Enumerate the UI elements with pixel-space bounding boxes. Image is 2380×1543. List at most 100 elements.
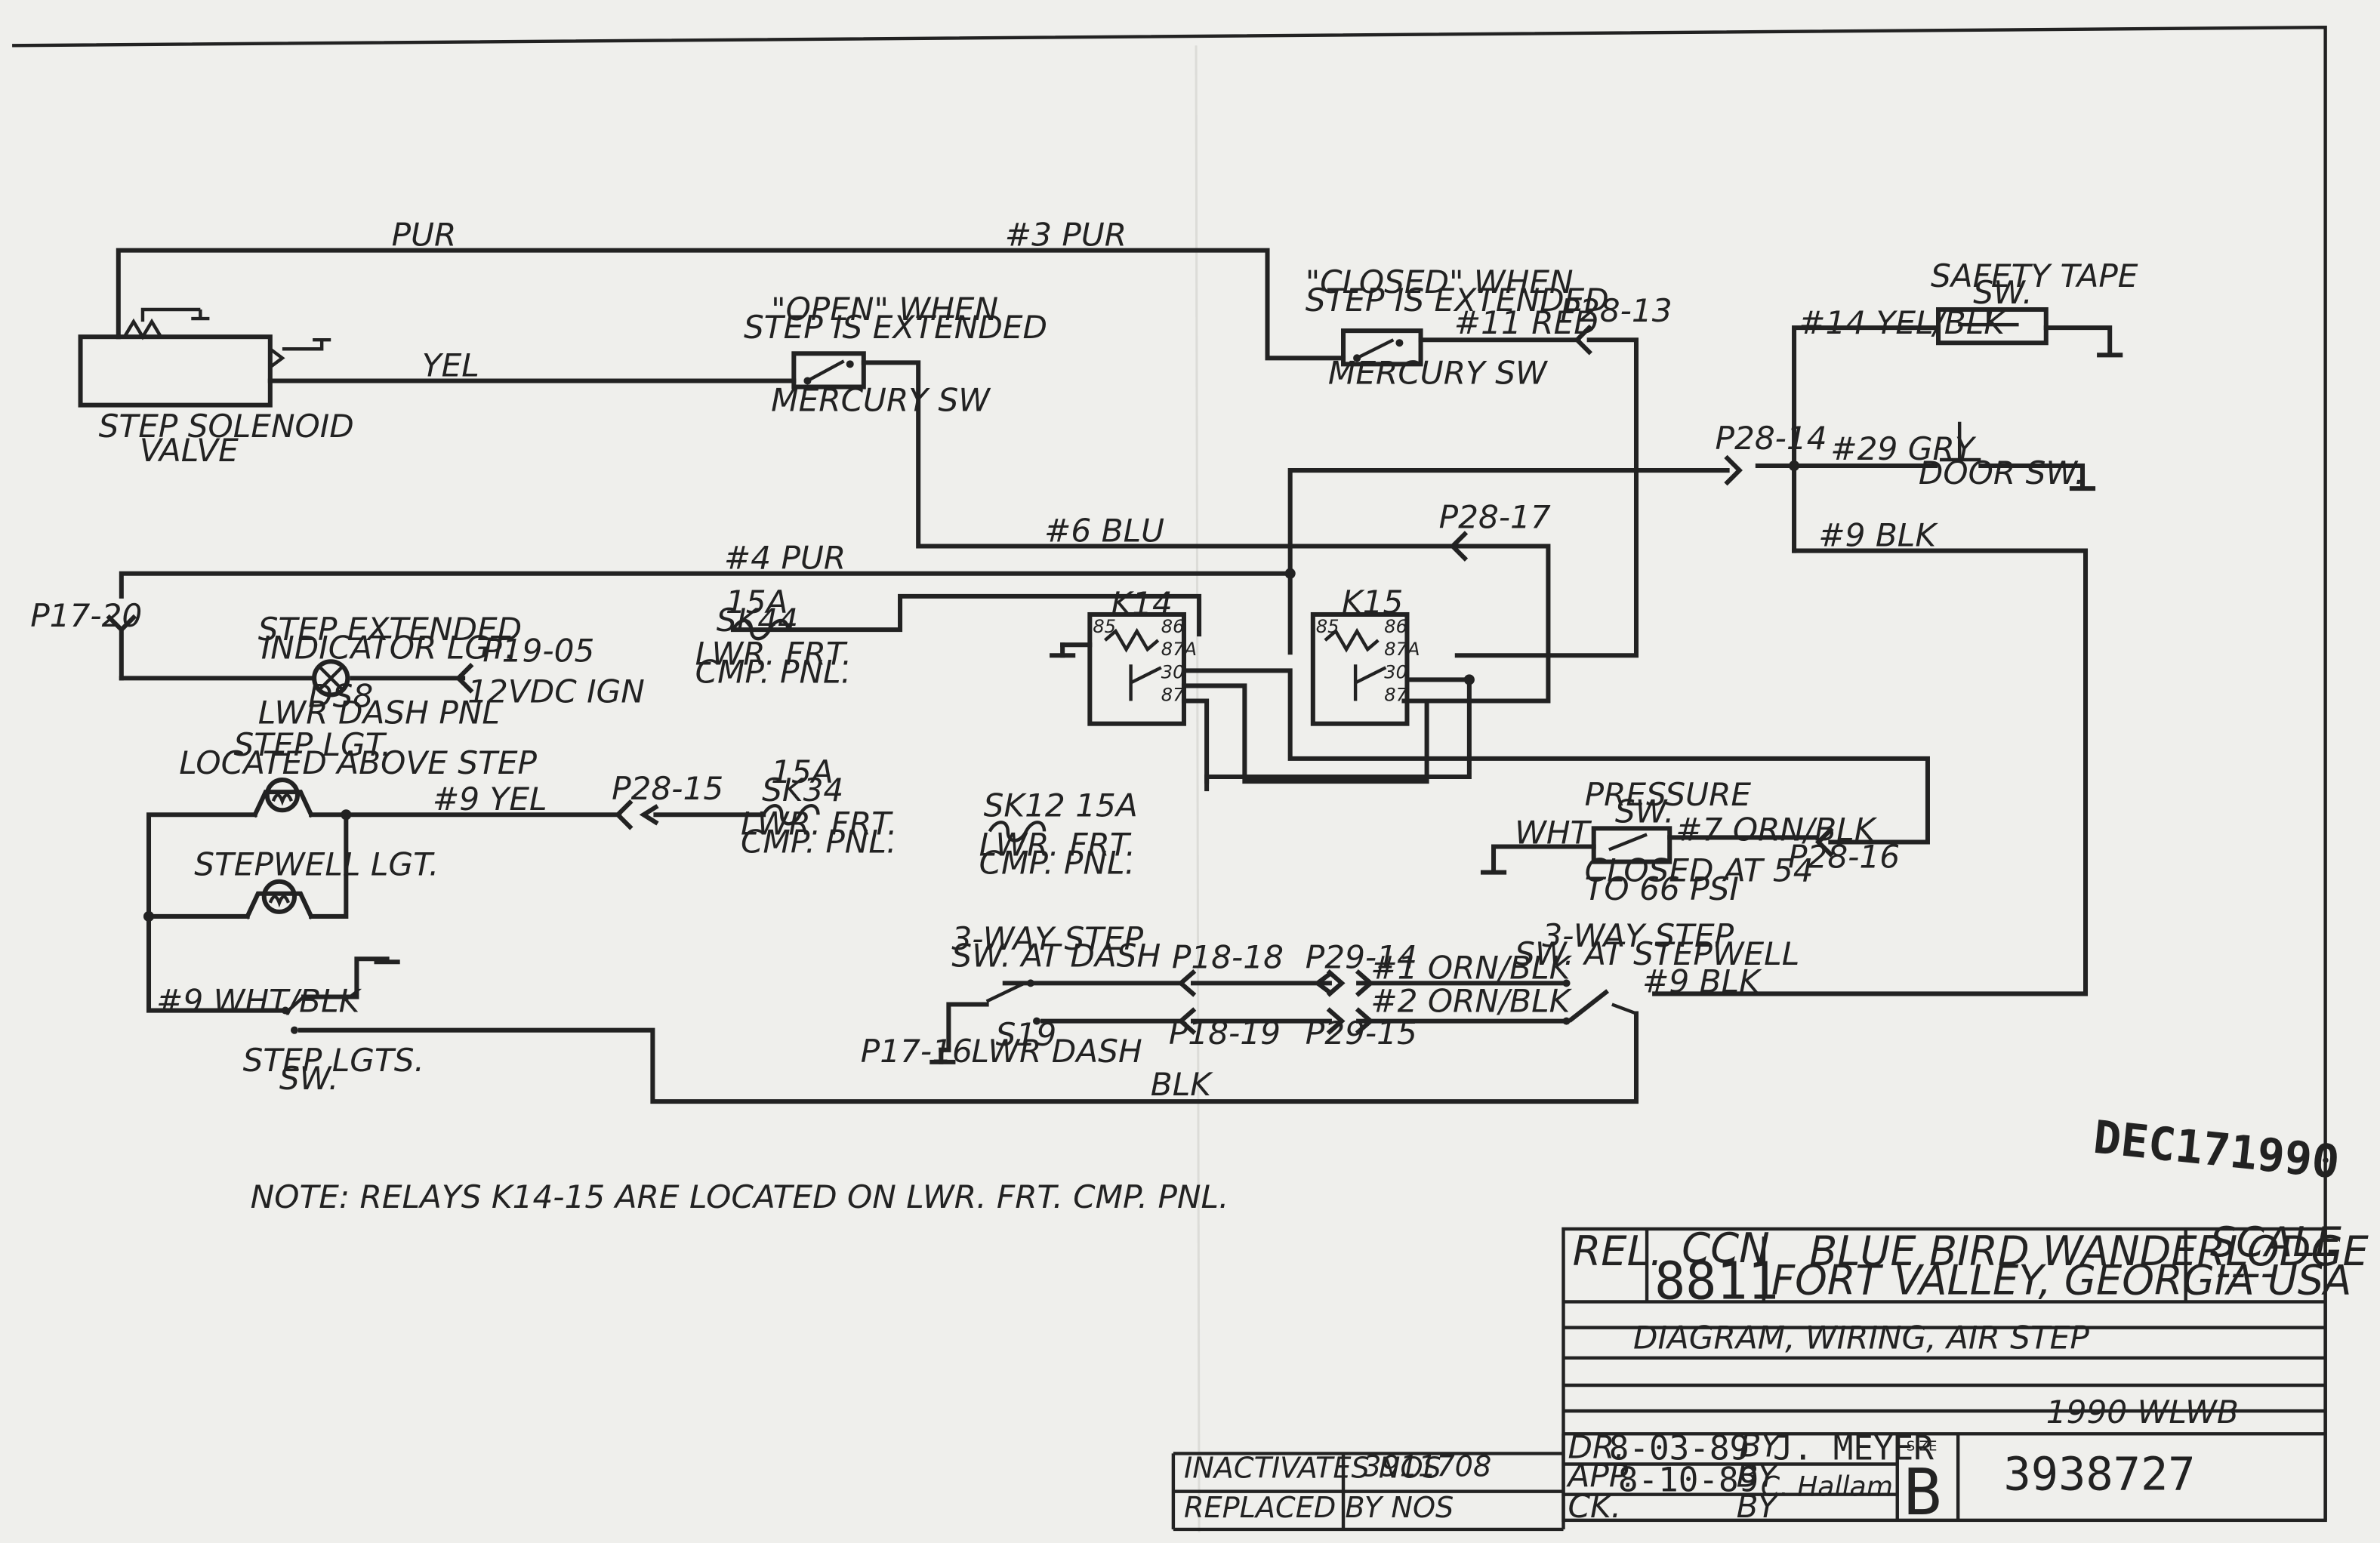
- svg-text:WHT: WHT: [1515, 814, 1592, 851]
- svg-text:STEP SOLENOID: STEP SOLENOID: [99, 408, 354, 445]
- svg-text:1990 WLWB: 1990 WLWB: [2046, 1394, 2239, 1431]
- connector-labels: P28-13 P28-14 P28-17 P17-20 P19-05 P28-1…: [30, 292, 1900, 1070]
- title-block: REL. CCN 8811 BLUE BIRD WANDERLODGE FORT…: [1171, 1218, 2369, 1532]
- svg-text:87: 87: [1384, 685, 1407, 706]
- svg-text:K14: K14: [1111, 585, 1172, 622]
- svg-text:DIAGRAM, WIRING, AIR STEP: DIAGRAM, WIRING, AIR STEP: [1633, 1320, 2089, 1357]
- svg-text:LWR DASH: LWR DASH: [972, 1033, 1142, 1070]
- svg-text:30: 30: [1384, 661, 1407, 682]
- svg-text:REPLACED BY NOS: REPLACED BY NOS: [1184, 1492, 1454, 1525]
- svg-text:B: B: [1904, 1455, 1942, 1529]
- step-light: [251, 778, 315, 818]
- paper-fold: [1195, 45, 1201, 1532]
- component-labels: STEP SOLENOID VALVE "OPEN" WHEN STEP IS …: [99, 257, 2138, 1097]
- svg-text:APP.: APP.: [1566, 1458, 1634, 1495]
- svg-text:----: ----: [2216, 1249, 2275, 1296]
- svg-text:SW. AT STEPWELL: SW. AT STEPWELL: [1515, 935, 1799, 972]
- svg-text:LWR. FRT.: LWR. FRT.: [695, 635, 852, 672]
- svg-text:P17-20: P17-20: [30, 597, 142, 634]
- svg-text:SW.: SW.: [1615, 793, 1675, 830]
- svg-text:DS8: DS8: [308, 678, 373, 715]
- svg-text:#7 ORN/BLK: #7 ORN/BLK: [1676, 811, 1877, 848]
- svg-text:VALVE: VALVE: [140, 432, 239, 469]
- svg-text:#11 RED: #11 RED: [1454, 304, 1598, 341]
- svg-text:TO 66 PSI: TO 66 PSI: [1585, 870, 1739, 907]
- svg-text:SK34: SK34: [762, 772, 843, 808]
- safety-tape-switch: [1936, 306, 2123, 358]
- svg-text:87: 87: [1161, 685, 1185, 706]
- svg-text:#9 YEL: #9 YEL: [433, 781, 547, 818]
- relay-k15: [1310, 611, 1410, 726]
- fuse-sk12: [988, 821, 1047, 842]
- three-way-switch-dash: [929, 979, 1040, 1064]
- svg-text:LOCATED ABOVE STEP: LOCATED ABOVE STEP: [179, 744, 537, 781]
- svg-text:INACTIVATES NOS: INACTIVATES NOS: [1184, 1452, 1441, 1486]
- svg-text:8-10-89: 8-10-89: [1618, 1461, 1759, 1500]
- svg-text:3938727: 3938727: [2003, 1449, 2195, 1501]
- svg-text:3-WAY STEP: 3-WAY STEP: [951, 920, 1143, 957]
- svg-text:8811: 8811: [1654, 1252, 1779, 1311]
- svg-text:#6 BLU: #6 BLU: [1044, 513, 1164, 550]
- svg-text:SAFETY TAPE: SAFETY TAPE: [1931, 257, 2138, 294]
- svg-text:"OPEN" WHEN: "OPEN" WHEN: [771, 291, 998, 328]
- step-solenoid-valve: [78, 307, 331, 408]
- svg-text:P18-19: P18-19: [1169, 1015, 1281, 1052]
- svg-text:3911708: 3911708: [1363, 1451, 1491, 1484]
- svg-text:86: 86: [1384, 616, 1407, 637]
- svg-text:SCALE: SCALE: [2210, 1218, 2342, 1266]
- svg-text:#1 ORN/BLK: #1 ORN/BLK: [1370, 949, 1572, 986]
- svg-text:C. Hallam: C. Hallam: [1761, 1471, 1893, 1503]
- fuse-sk34: [762, 804, 820, 826]
- indicator-lamp-ds8: [312, 659, 350, 698]
- svg-text:P28-17: P28-17: [1439, 498, 1551, 535]
- svg-text:STEP IS EXTENDED: STEP IS EXTENDED: [744, 309, 1047, 346]
- svg-text:#3 PUR: #3 PUR: [1005, 217, 1127, 254]
- svg-text:P29-14: P29-14: [1306, 938, 1417, 975]
- svg-text:87A: 87A: [1161, 639, 1197, 660]
- svg-text:BY: BY: [1737, 1488, 1780, 1525]
- svg-text:BLK: BLK: [1151, 1066, 1213, 1103]
- svg-text:LWR DASH PNL: LWR DASH PNL: [258, 695, 500, 731]
- svg-text:STEP EXTENDED: STEP EXTENDED: [258, 611, 522, 648]
- svg-text:STEP LGT.: STEP LGT.: [234, 726, 392, 763]
- svg-text:87A: 87A: [1384, 639, 1420, 660]
- svg-text:CMP. PNL.: CMP. PNL.: [741, 824, 896, 861]
- svg-text:P19-05: P19-05: [482, 632, 594, 669]
- svg-text:DR.: DR.: [1568, 1428, 1625, 1465]
- svg-text:P17-16: P17-16: [861, 1033, 973, 1070]
- svg-text:P28-14: P28-14: [1716, 420, 1827, 457]
- svg-text:SK44: SK44: [717, 602, 798, 639]
- svg-text:3-WAY STEP: 3-WAY STEP: [1542, 917, 1734, 954]
- svg-text:PRESSURE: PRESSURE: [1585, 776, 1752, 813]
- svg-text:INDICATOR LGT.: INDICATOR LGT.: [261, 629, 515, 666]
- svg-text:SK12 15A: SK12 15A: [984, 787, 1138, 824]
- svg-text:SIZE: SIZE: [1907, 1438, 1938, 1454]
- svg-text:CMP. PNL.: CMP. PNL.: [695, 653, 851, 690]
- svg-text:#29 GRY: #29 GRY: [1830, 430, 1977, 467]
- svg-text:#9 BLK: #9 BLK: [1642, 962, 1762, 999]
- svg-text:FORT VALLEY, GEORGIA USA: FORT VALLEY, GEORGIA USA: [1771, 1256, 2352, 1304]
- svg-text:CLOSED AT 54: CLOSED AT 54: [1585, 852, 1814, 889]
- svg-text:CMP. PNL.: CMP. PNL.: [979, 845, 1135, 882]
- svg-text:BLUE BIRD WANDERLODGE: BLUE BIRD WANDERLODGE: [1809, 1227, 2369, 1275]
- svg-text:#9 WHT/BLK: #9 WHT/BLK: [156, 983, 362, 1020]
- svg-text:P28-15: P28-15: [612, 770, 723, 807]
- stepwell-light: [244, 879, 315, 919]
- svg-text:85: 85: [1316, 616, 1340, 637]
- svg-text:BY: BY: [1737, 1458, 1780, 1495]
- svg-text:P28-13: P28-13: [1560, 292, 1672, 329]
- svg-text:15A: 15A: [771, 753, 834, 790]
- step-lights-switch: [281, 959, 400, 1034]
- svg-text:P18-18: P18-18: [1172, 938, 1284, 975]
- relay-location-note: NOTE: RELAYS K14-15 ARE LOCATED ON LWR. …: [251, 1178, 1229, 1215]
- svg-text:K15: K15: [1342, 584, 1403, 621]
- three-way-switch-stepwell: [1562, 979, 1637, 1025]
- svg-text:SW.: SW.: [1973, 274, 2033, 311]
- svg-text:15A: 15A: [726, 584, 788, 621]
- junction-dots: [143, 460, 1800, 922]
- svg-text:MERCURY SW: MERCURY SW: [771, 382, 991, 419]
- svg-text:#2 ORN/BLK: #2 ORN/BLK: [1370, 983, 1572, 1020]
- svg-text:8-03-89: 8-03-89: [1609, 1429, 1750, 1468]
- svg-text:STEP IS EXTENDED: STEP IS EXTENDED: [1306, 282, 1609, 319]
- svg-text:LWR. FRT.: LWR. FRT.: [979, 827, 1136, 864]
